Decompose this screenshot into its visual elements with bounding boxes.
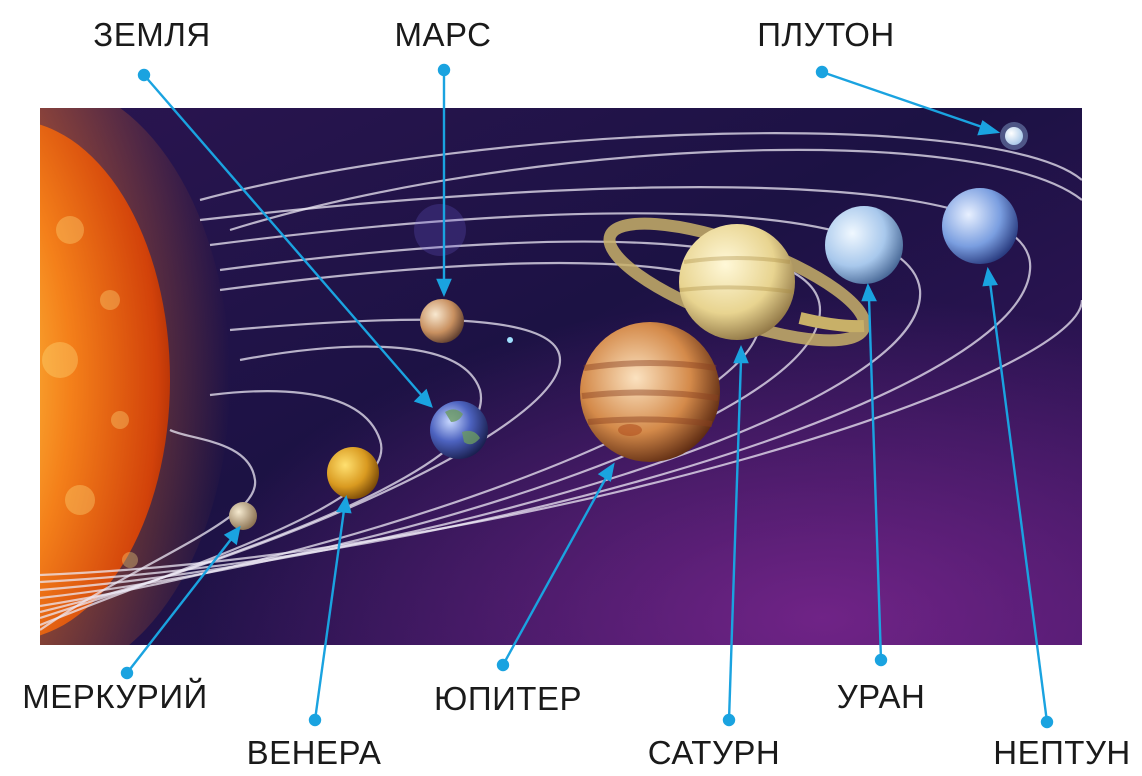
- venus: [327, 447, 379, 499]
- label-earth: ЗЕМЛЯ: [93, 16, 211, 53]
- uranus: [825, 206, 903, 284]
- label-mercury: МЕРКУРИЙ: [22, 678, 208, 715]
- jupiter: [580, 322, 720, 462]
- leader-lines: [120, 63, 1054, 729]
- label-saturn: САТУРН: [647, 734, 781, 771]
- mercury: [229, 502, 257, 530]
- pluto: [1000, 122, 1028, 150]
- label-jupiter: ЮПИТЕР: [434, 680, 582, 717]
- neptune: [942, 188, 1018, 264]
- label-uranus: УРАН: [836, 678, 926, 715]
- label-mars: МАРС: [394, 16, 492, 53]
- sun: [40, 124, 170, 636]
- label-neptune: НЕПТУН: [993, 734, 1131, 771]
- label-pluto: ПЛУТОН: [757, 16, 895, 53]
- saturn: [603, 217, 871, 347]
- earth: [430, 401, 488, 459]
- label-venus: ВЕНЕРА: [246, 734, 382, 771]
- space-background: [40, 108, 1082, 645]
- mars: [420, 299, 464, 343]
